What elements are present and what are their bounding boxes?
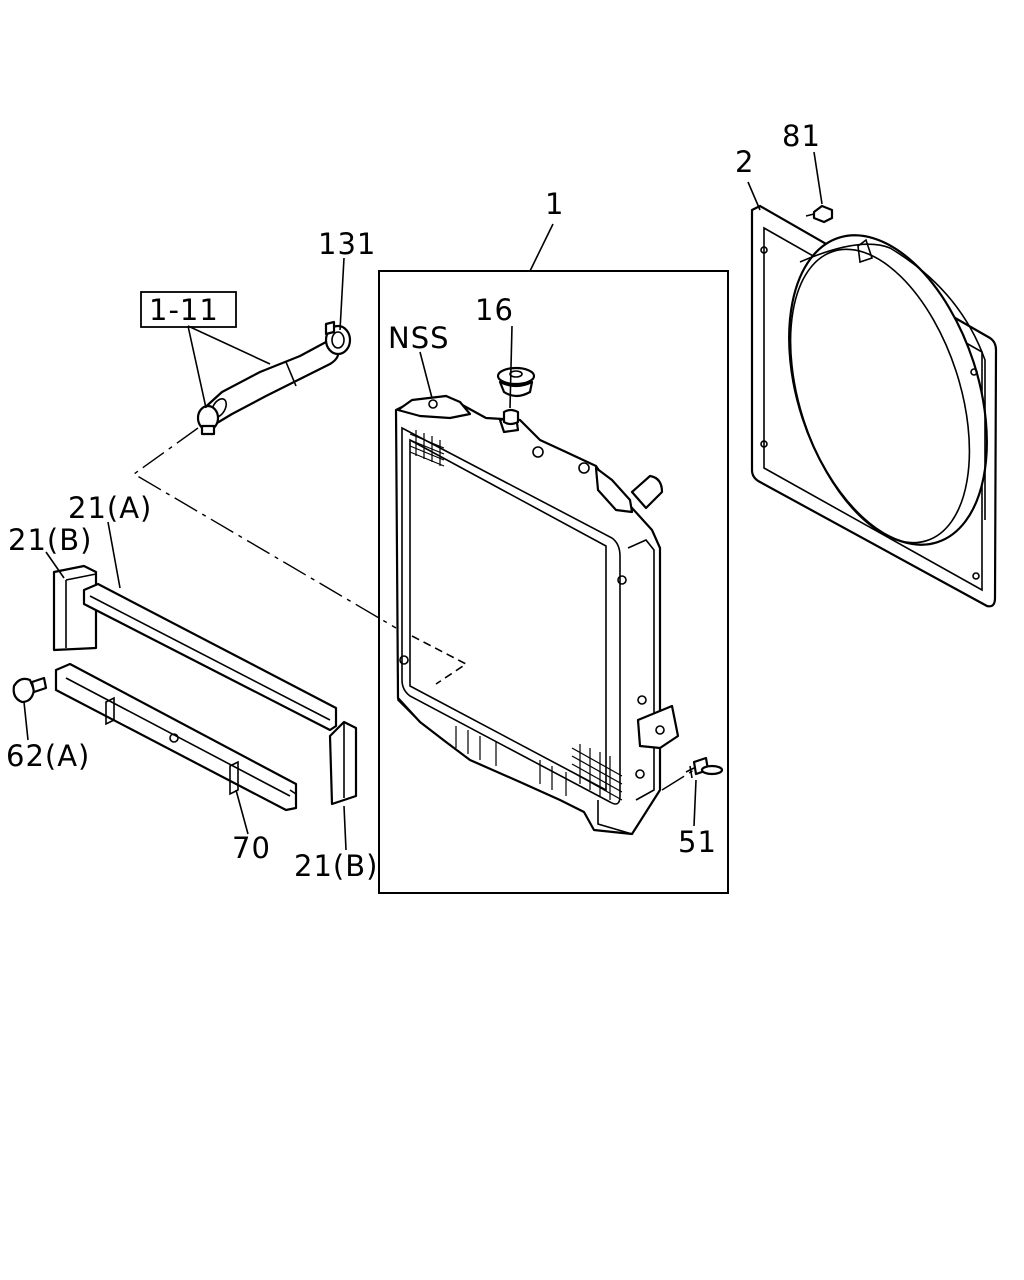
callout-baffle-21a: 21(A) [68, 491, 152, 525]
callout-clip-131: 131 [318, 227, 376, 261]
hose-clip-131-icon[interactable] [324, 320, 352, 356]
leader-lines [23, 151, 823, 851]
callout-fan-shroud: 2 [735, 145, 754, 179]
dashed-connection-lines [132, 427, 695, 791]
callout-bolt-62a: 62(A) [6, 739, 90, 773]
bracket-70[interactable] [54, 662, 298, 812]
radiator-cap-16-icon[interactable] [496, 366, 536, 426]
hose-clip-lower-icon[interactable] [196, 404, 220, 436]
callout-hose-ref-box [140, 291, 237, 328]
callout-cap-16: 16 [475, 293, 514, 327]
callout-radiator-assembly: 1 [545, 187, 564, 221]
callout-bolt-81: 81 [782, 119, 821, 153]
callout-baffle-21b-left: 21(B) [8, 523, 92, 557]
bolt-81-icon [805, 204, 834, 224]
callout-nss: NSS [388, 321, 450, 355]
callout-baffle-21b-right: 21(B) [294, 849, 378, 883]
drain-cock-51-icon[interactable] [685, 756, 724, 779]
core-fins-top [409, 430, 445, 467]
core-fins-bottom [571, 744, 623, 801]
baffle-21b-right[interactable] [328, 720, 358, 806]
radiator-hose[interactable] [198, 340, 340, 428]
radiator-assembly-frame [378, 270, 729, 894]
callout-drain-cock-51: 51 [678, 825, 717, 859]
fan-shroud[interactable] [750, 204, 1023, 608]
callout-bracket-70: 70 [232, 831, 271, 865]
bolt-62a-icon[interactable] [12, 676, 48, 704]
bottom-tank-ribs [455, 726, 567, 796]
baffle-21a[interactable] [82, 582, 338, 732]
callout-hose-ref: 1-11 [149, 293, 219, 327]
radiator-core[interactable] [394, 394, 680, 836]
